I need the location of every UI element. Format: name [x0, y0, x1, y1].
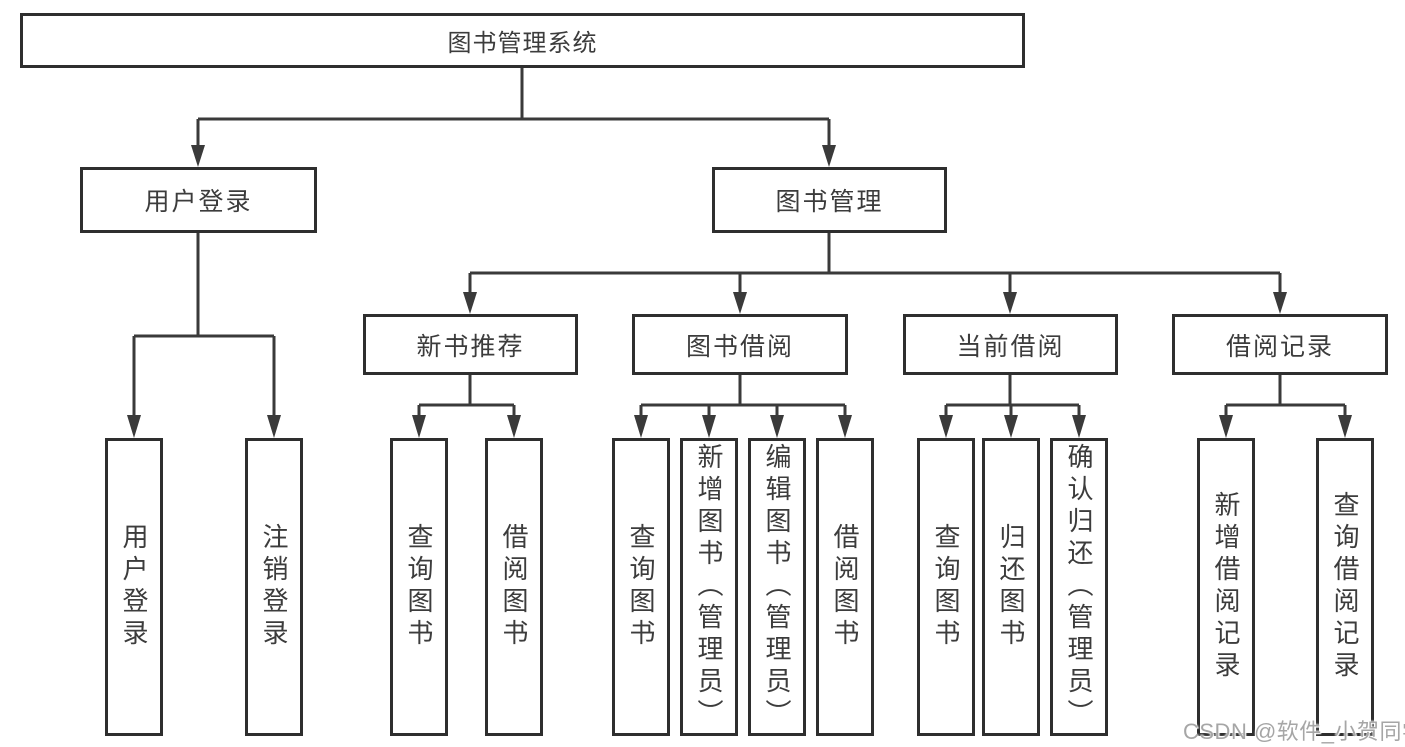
- node-book-management: 图书管理: [712, 167, 947, 233]
- arrow-down-icon: [507, 415, 521, 438]
- leaf-add-borrow-record: 新增借阅记录: [1197, 438, 1255, 736]
- arrow-down-icon: [1338, 415, 1352, 438]
- arrow-down-icon: [1003, 292, 1017, 314]
- arrow-down-icon: [1273, 292, 1287, 314]
- arrow-down-icon: [838, 415, 852, 438]
- leaf-query-borrow-record: 查询借阅记录: [1316, 438, 1374, 736]
- arrow-down-icon: [267, 415, 281, 438]
- node-new-book-recommend: 新书推荐: [363, 314, 578, 375]
- arrow-down-icon: [1219, 415, 1233, 438]
- leaf-add-book-admin: 新增图书（管理员）: [680, 438, 738, 736]
- arrow-down-icon: [634, 415, 648, 438]
- arrow-down-icon: [939, 415, 953, 438]
- arrow-down-icon: [733, 292, 747, 314]
- node-book-borrowing: 图书借阅: [632, 314, 848, 375]
- leaf-return-books: 归还图书: [982, 438, 1040, 736]
- connector-management-to-level3: [468, 233, 1282, 298]
- arrow-down-icon: [191, 145, 205, 167]
- arrow-down-icon: [770, 415, 784, 438]
- leaf-logout: 注销登录: [245, 438, 303, 736]
- connector-borrowing-to-leaves: [639, 375, 847, 420]
- node-root: 图书管理系统: [20, 13, 1025, 68]
- watermark: CSDN @软件_小贺同学: [1183, 719, 1405, 744]
- connector-records-to-leaves: [1224, 375, 1347, 420]
- arrow-down-icon: [127, 415, 141, 438]
- arrow-down-icon: [702, 415, 716, 438]
- connector-recommend-to-leaves: [417, 375, 516, 420]
- leaf-borrow-books-recommend: 借阅图书: [485, 438, 543, 736]
- connector-root-to-level2: [196, 68, 831, 150]
- node-user-login: 用户登录: [80, 167, 317, 233]
- arrow-down-icon: [1004, 415, 1018, 438]
- connector-login-to-leaves: [132, 233, 276, 420]
- leaf-query-books-borrowing: 查询图书: [612, 438, 670, 736]
- node-borrow-records: 借阅记录: [1172, 314, 1388, 375]
- arrow-down-icon: [1072, 415, 1086, 438]
- leaf-borrow-books-borrowing: 借阅图书: [816, 438, 874, 736]
- arrow-down-icon: [412, 415, 426, 438]
- leaf-confirm-return-admin: 确认归还（管理员）: [1050, 438, 1108, 736]
- arrowheads: [127, 145, 1352, 438]
- leaf-query-books-recommend: 查询图书: [390, 438, 448, 736]
- leaf-query-books-current: 查询图书: [917, 438, 975, 736]
- leaf-edit-book-admin: 编辑图书（管理员）: [748, 438, 806, 736]
- node-current-borrowing: 当前借阅: [903, 314, 1118, 375]
- arrow-down-icon: [463, 292, 477, 314]
- leaf-user-login: 用户登录: [105, 438, 163, 736]
- connector-current-to-leaves: [944, 375, 1081, 420]
- arrow-down-icon: [822, 145, 836, 167]
